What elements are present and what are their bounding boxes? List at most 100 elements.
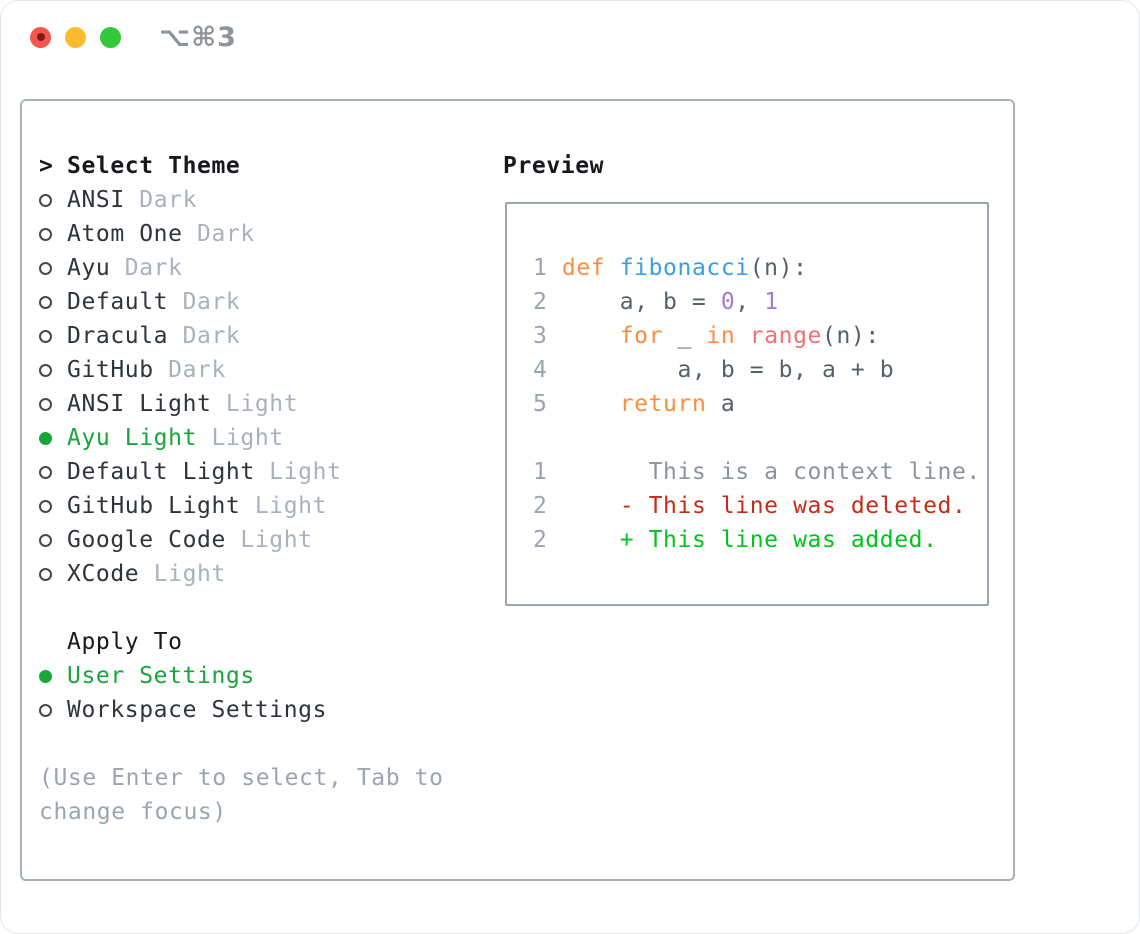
- theme-variant-tag: Light: [197, 425, 284, 451]
- code-token-plain: [605, 255, 619, 281]
- option-label: Atom One: [67, 221, 183, 247]
- code-token-plain: (n):: [749, 255, 808, 281]
- code-line: 2 - This line was deleted.: [533, 489, 987, 523]
- code-token-plain: [547, 323, 619, 349]
- code-line: 1 def fibonacci(n):: [533, 251, 987, 285]
- option-label: Default: [67, 289, 169, 315]
- code-token-kw: in: [706, 323, 736, 349]
- apply-option-workspace-settings[interactable]: Workspace Settings: [39, 693, 479, 727]
- apply-to-header-row: Apply To: [39, 625, 479, 659]
- theme-variant-tag: Dark: [110, 255, 183, 281]
- code-token-plain: _: [663, 323, 707, 349]
- code-token-num: 5: [533, 391, 548, 417]
- option-label: XCode: [67, 561, 140, 587]
- code-token-num: 4: [533, 357, 548, 383]
- minimize-button[interactable]: [65, 26, 86, 48]
- list-gap: [39, 591, 479, 625]
- code-line: 1 This is a context line.: [533, 455, 987, 489]
- code-token-plain: [547, 391, 619, 417]
- code-token-plain: [547, 459, 648, 485]
- code-line: 2 a, b = 0, 1: [533, 285, 987, 319]
- code-token-num: 2: [533, 527, 548, 553]
- apply-to-gutter: [39, 625, 67, 659]
- option-label: Ayu Light: [67, 425, 198, 451]
- code-token-plain: [547, 527, 619, 553]
- theme-option-ansi[interactable]: ANSI Dark: [39, 183, 479, 217]
- theme-option-atom-one[interactable]: Atom One Dark: [39, 217, 479, 251]
- theme-variant-tag: Light: [225, 527, 313, 553]
- radio-selected-icon: [39, 421, 67, 455]
- option-label: Default Light: [67, 459, 255, 485]
- radio-unselected-icon: [39, 557, 67, 591]
- radio-unselected-icon: [39, 387, 67, 421]
- theme-variant-tag: Dark: [182, 221, 255, 247]
- code-token-kw: for: [619, 323, 664, 349]
- code-token-plain: [735, 323, 749, 349]
- radio-unselected-icon: [39, 523, 67, 557]
- option-label: Dracula: [67, 323, 169, 349]
- option-label: GitHub Light: [67, 493, 241, 519]
- radio-unselected-icon: [39, 285, 67, 319]
- prompt-caret: >: [39, 153, 53, 179]
- theme-option-default-light[interactable]: Default Light Light: [39, 455, 479, 489]
- code-line: 3 for _ in range(n):: [533, 319, 987, 353]
- code-token-plain: [547, 255, 561, 281]
- title-bar: ⌥⌘3: [1, 1, 1139, 73]
- theme-option-ayu[interactable]: Ayu Dark: [39, 251, 479, 285]
- code-token-num: 3: [533, 323, 548, 349]
- code-token-const: 1: [764, 289, 779, 315]
- options-gap: [39, 727, 479, 761]
- code-token-num: 1: [533, 459, 548, 485]
- theme-variant-tag: Light: [211, 391, 299, 417]
- code-token-num: 2: [533, 289, 548, 315]
- theme-variant-tag: Dark: [168, 289, 241, 315]
- zoom-button[interactable]: [100, 26, 121, 48]
- option-label: ANSI Light: [67, 391, 212, 417]
- apply-option-user-settings[interactable]: User Settings: [39, 659, 479, 693]
- code-line: 5 return a: [533, 387, 987, 421]
- theme-option-github[interactable]: GitHub Dark: [39, 353, 479, 387]
- window-title-shortcut: ⌥⌘3: [159, 21, 237, 53]
- radio-selected-icon: [39, 659, 67, 693]
- code-line: [533, 421, 987, 455]
- theme-option-ayu-light[interactable]: Ayu Light Light: [39, 421, 479, 455]
- theme-option-xcode[interactable]: XCode Light: [39, 557, 479, 591]
- option-label: Google Code: [67, 527, 226, 553]
- radio-unselected-icon: [39, 353, 67, 387]
- code-token-plain: a, b = b, a + b: [547, 357, 895, 383]
- theme-variant-tag: Dark: [168, 323, 241, 349]
- theme-option-google-code[interactable]: Google Code Light: [39, 523, 479, 557]
- option-label: GitHub: [67, 357, 154, 383]
- code-line: 4 a, b = b, a + b: [533, 353, 987, 387]
- code-token-add: + This line was added.: [619, 527, 938, 553]
- theme-option-default[interactable]: Default Dark: [39, 285, 479, 319]
- traffic-lights: [30, 26, 121, 48]
- option-label: ANSI: [67, 187, 125, 213]
- theme-option-dracula[interactable]: Dracula Dark: [39, 319, 479, 353]
- theme-option-ansi-light[interactable]: ANSI Light Light: [39, 387, 479, 421]
- theme-option-github-light[interactable]: GitHub Light Light: [39, 489, 479, 523]
- code-line: 2 + This line was added.: [533, 523, 987, 557]
- code-token-plain: [547, 493, 619, 519]
- theme-variant-tag: Dark: [153, 357, 226, 383]
- code-token-fn: fibonacci: [619, 255, 750, 281]
- option-label: Workspace Settings: [67, 697, 328, 723]
- radio-unselected-icon: [39, 217, 67, 251]
- code-token-del: - This line was deleted.: [619, 493, 967, 519]
- code-token-num: 2: [533, 493, 548, 519]
- code-token-plain: a: [706, 391, 736, 417]
- close-button[interactable]: [30, 26, 51, 48]
- preview-title: Preview: [503, 153, 605, 179]
- code-token-num: 1: [533, 255, 548, 281]
- code-token-plain: (n):: [822, 323, 880, 349]
- code-token-const: 0: [720, 289, 736, 315]
- code-token-plain: a, b =: [547, 289, 721, 315]
- code-token-kw: return: [619, 391, 707, 417]
